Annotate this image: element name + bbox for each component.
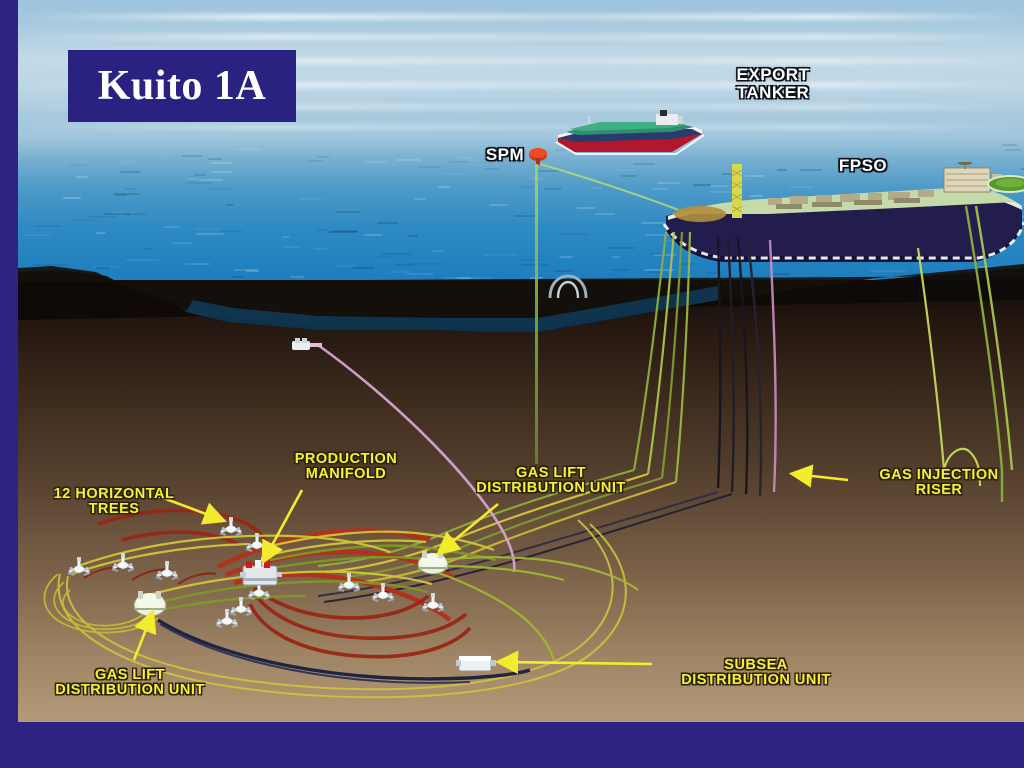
slope-top-structure <box>290 336 326 354</box>
fpso-vessel <box>648 162 1024 272</box>
slide-title-box: Kuito 1A <box>68 50 296 122</box>
spm-seabed-base <box>546 272 592 302</box>
export-tanker <box>552 108 712 164</box>
label-spm: SPM <box>470 146 540 164</box>
label-gas-injection-riser: GAS INJECTION RISER <box>854 468 1024 498</box>
horizontal-tree <box>370 582 396 604</box>
label-twelve-horizontal-trees: 12 HORIZONTAL TREES <box>34 487 194 517</box>
horizontal-tree <box>244 532 270 554</box>
horizontal-tree <box>420 592 446 614</box>
horizontal-tree <box>218 516 244 538</box>
gas-lift-distribution-unit-west <box>130 588 170 620</box>
production-manifold <box>240 558 282 592</box>
horizontal-tree <box>336 572 362 594</box>
label-gas-lift-distribution-unit-lower: GAS LIFT DISTRIBUTION UNIT <box>34 668 226 698</box>
label-fpso: FPSO <box>824 157 902 175</box>
label-gas-lift-distribution-unit-upper: GAS LIFT DISTRIBUTION UNIT <box>461 466 641 496</box>
gas-lift-distribution-unit-east <box>414 548 452 578</box>
label-export-tanker: EXPORT TANKER <box>693 66 853 102</box>
subsea-distribution-unit <box>456 650 496 676</box>
horizontal-tree <box>214 608 240 630</box>
page-title: Kuito 1A <box>98 62 267 110</box>
label-production-manifold: PRODUCTION MANIFOLD <box>261 452 431 482</box>
horizontal-tree <box>66 556 92 578</box>
horizontal-tree <box>154 560 180 582</box>
label-subsea-distribution-unit: SUBSEA DISTRIBUTION UNIT <box>658 658 854 688</box>
horizontal-tree <box>110 552 136 574</box>
